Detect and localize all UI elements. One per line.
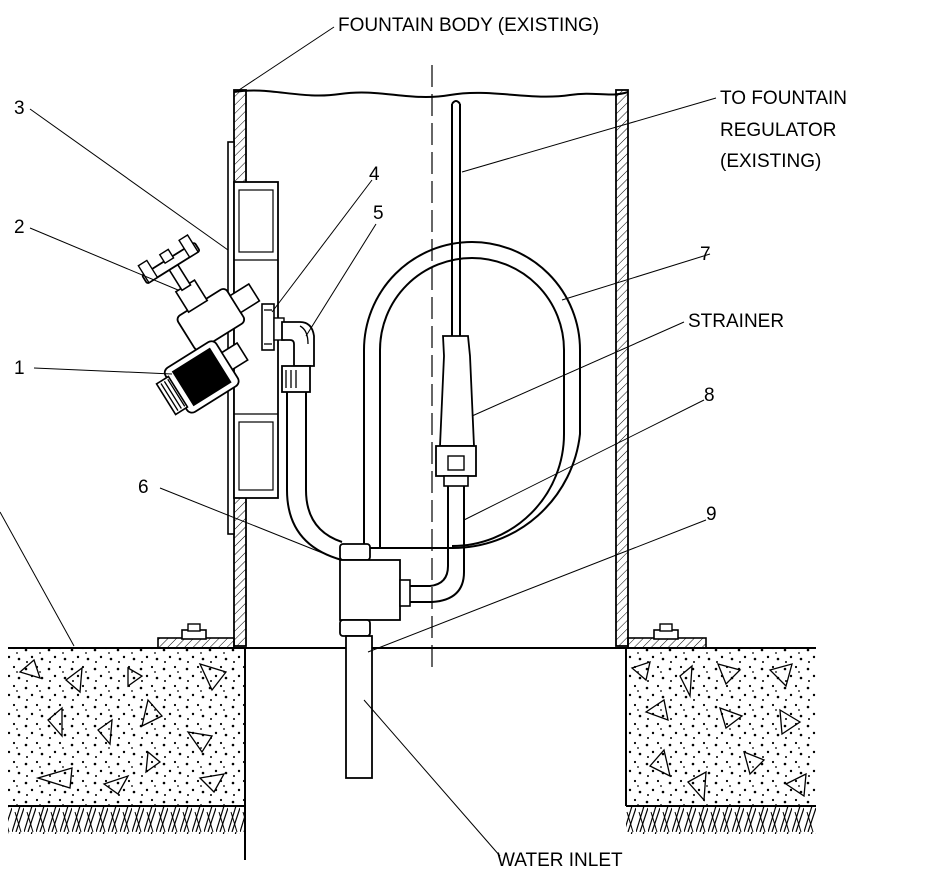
- leader-lines: [0, 26, 717, 857]
- water-inlet-label: WATER INLET: [497, 850, 623, 871]
- callout-6: 6: [138, 477, 149, 498]
- bushing-fitting: [261, 303, 285, 351]
- callout-2: 2: [14, 217, 25, 238]
- strainer: [435, 335, 477, 487]
- strainer-label: STRAINER: [688, 311, 784, 332]
- callout-8: 8: [704, 385, 715, 406]
- callout-4: 4: [369, 164, 380, 185]
- callout-9: 9: [706, 504, 717, 525]
- vacuum-breaker: [155, 340, 249, 416]
- fountain-body-label: FOUNTAIN BODY (EXISTING): [338, 15, 599, 36]
- regulator-supply-tube: [451, 100, 461, 336]
- tubing-loop: [286, 241, 581, 561]
- to-regulator-label-line2: REGULATOR: [720, 120, 837, 141]
- callout-5: 5: [373, 203, 384, 224]
- water-inlet-pipe: [345, 635, 373, 779]
- callout-7: 7: [700, 244, 711, 265]
- to-regulator-label-line1: TO FOUNTAIN: [720, 88, 847, 109]
- to-regulator-label-line3: (EXISTING): [720, 151, 821, 172]
- callout-1: 1: [14, 358, 25, 379]
- elbow-fitting: [281, 321, 315, 393]
- hose-bibb-valve: [137, 234, 261, 351]
- tee-fitting: [339, 543, 411, 637]
- concrete-footing-left: [8, 647, 246, 834]
- callout-3: 3: [14, 98, 25, 119]
- strainer-outlet-tube: [400, 486, 465, 603]
- concrete-footing-right: [625, 647, 816, 834]
